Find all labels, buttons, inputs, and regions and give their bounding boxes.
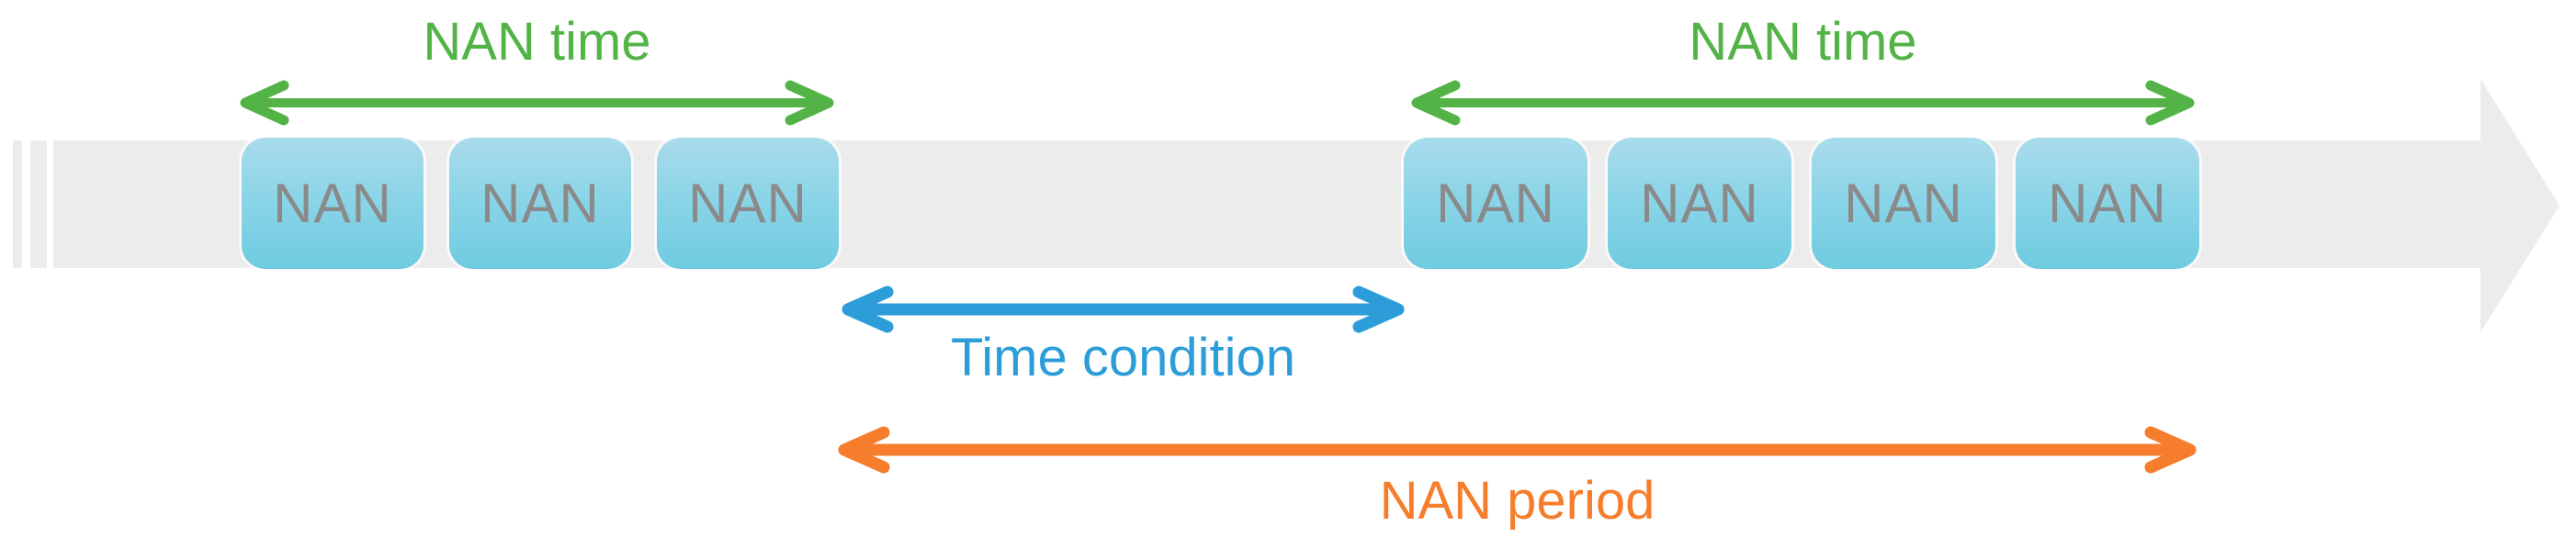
nan-time-span-arrow-right [1407,75,2198,130]
timeline-arrowhead-icon [2480,79,2559,332]
timeline-break-mark [30,140,47,268]
nan-time-label-left: NAN time [423,12,651,72]
nan-box: NAN [449,138,631,269]
time-condition-span-arrow [838,282,1408,337]
nan-box: NAN [1608,138,1791,269]
timeline-break-mark [13,140,22,268]
time-condition-label: Time condition [950,328,1296,387]
nan-period-span-arrow [834,422,2200,477]
nan-box: NAN [657,138,839,269]
nan-box: NAN [1404,138,1587,269]
nan-time-span-arrow-left [236,75,838,130]
nan-box: NAN [1812,138,1995,269]
nan-period-label: NAN period [1379,471,1655,531]
nan-box: NAN [2016,138,2199,269]
nan-time-label-right: NAN time [1689,12,1917,72]
nan-box: NAN [242,138,424,269]
